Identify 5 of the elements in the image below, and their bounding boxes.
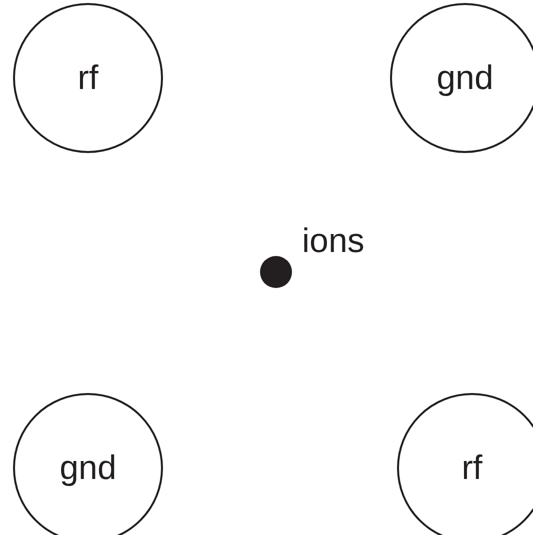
electrode-label: rf bbox=[78, 61, 98, 95]
electrode-label: rf bbox=[462, 451, 482, 485]
electrode-label: gnd bbox=[436, 61, 494, 95]
ion-label: ions bbox=[302, 224, 364, 258]
electrode-label: gnd bbox=[60, 451, 116, 485]
